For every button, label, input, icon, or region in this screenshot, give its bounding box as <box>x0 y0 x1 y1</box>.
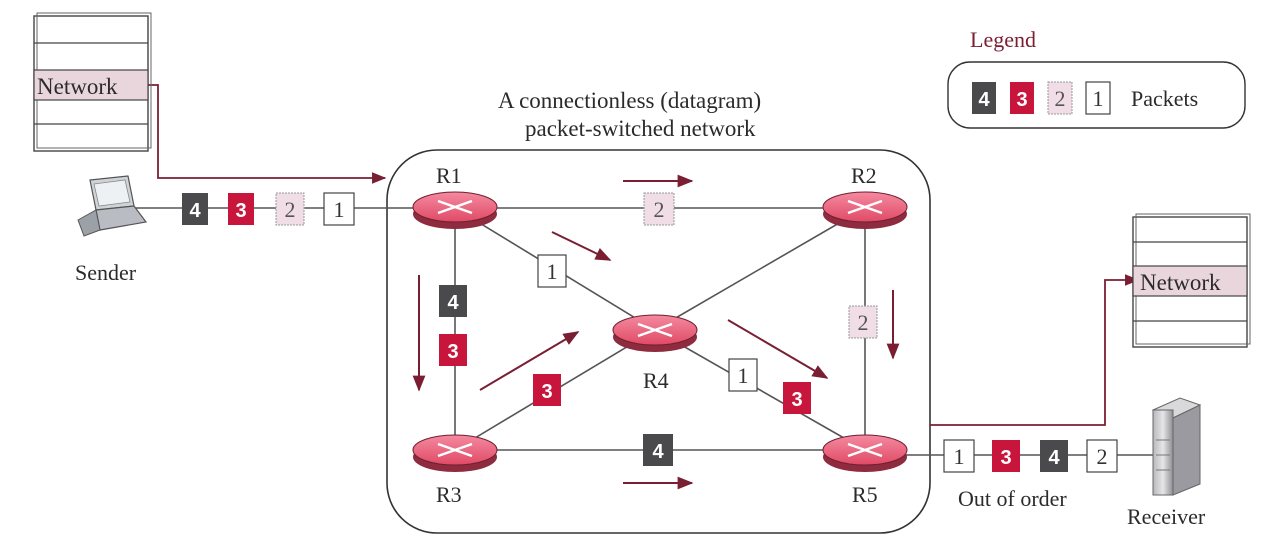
svg-text:4: 4 <box>1048 447 1060 469</box>
svg-text:4: 4 <box>189 200 201 222</box>
svg-text:2: 2 <box>1055 86 1066 111</box>
router-r2 <box>822 191 908 229</box>
router-label-r5: R5 <box>852 482 878 507</box>
router-r5 <box>822 434 908 472</box>
receiver-packet-queue: 1 3 4 2 <box>943 439 1118 473</box>
packet-r1-r2: 2 <box>643 192 675 226</box>
server-icon <box>1151 397 1202 496</box>
receiver-network-layer-label: Network <box>1140 270 1221 295</box>
svg-text:3: 3 <box>1000 447 1011 469</box>
packet-r3-r5: 4 <box>643 434 673 466</box>
router-label-r3: R3 <box>436 482 462 507</box>
legend-heading: Legend <box>970 27 1036 52</box>
packet-r2-r5: 2 <box>848 305 878 339</box>
svg-text:2: 2 <box>285 197 296 222</box>
router-r3 <box>412 434 498 472</box>
packets-r1-r3: 4 3 <box>439 285 467 366</box>
packet-r1-r4: 1 <box>537 254 567 288</box>
svg-text:3: 3 <box>791 389 802 411</box>
router-r4 <box>612 314 698 352</box>
sender-network-arrow <box>148 84 387 184</box>
svg-text:2: 2 <box>1097 444 1108 469</box>
svg-text:4: 4 <box>652 441 664 463</box>
packets-r4-r5: 1 3 <box>728 358 811 414</box>
router-r1 <box>412 191 498 229</box>
legend-packets-label: Packets <box>1131 86 1198 111</box>
router-label-r4: R4 <box>643 368 669 393</box>
out-of-order-label: Out of order <box>958 486 1067 511</box>
svg-text:3: 3 <box>541 381 552 403</box>
legend-box <box>947 61 1246 129</box>
laptop-icon <box>77 175 148 237</box>
router-label-r1: R1 <box>436 163 462 188</box>
legend-packets: 4 3 2 1 <box>972 81 1111 115</box>
direction-arrows <box>412 174 900 490</box>
sender-packet-queue: 4 3 2 1 <box>182 192 355 226</box>
receiver-protocol-stack <box>1132 213 1251 348</box>
sender-label: Sender <box>75 260 137 285</box>
diagram-title-line2: packet-switched network <box>525 116 756 141</box>
svg-text:4: 4 <box>978 89 990 111</box>
svg-text:1: 1 <box>954 444 965 469</box>
svg-text:1: 1 <box>738 363 749 388</box>
svg-text:3: 3 <box>235 200 246 222</box>
svg-text:4: 4 <box>447 292 459 314</box>
svg-text:1: 1 <box>547 259 558 284</box>
sender-network-layer-label: Network <box>37 74 118 99</box>
svg-text:1: 1 <box>334 197 345 222</box>
diagram-title-line1: A connectionless (datagram) <box>498 88 761 113</box>
svg-text:3: 3 <box>447 341 458 363</box>
svg-text:2: 2 <box>858 310 869 335</box>
network-boundary <box>386 149 931 534</box>
receiver-label: Receiver <box>1127 504 1206 529</box>
receiver-network-arrow <box>930 274 1140 426</box>
router-label-r2: R2 <box>851 163 877 188</box>
packet-r3-r4: 3 <box>533 374 561 406</box>
svg-text:2: 2 <box>654 197 665 222</box>
svg-text:3: 3 <box>1016 89 1027 111</box>
svg-text:1: 1 <box>1093 86 1104 111</box>
sender-protocol-stack <box>33 12 152 152</box>
